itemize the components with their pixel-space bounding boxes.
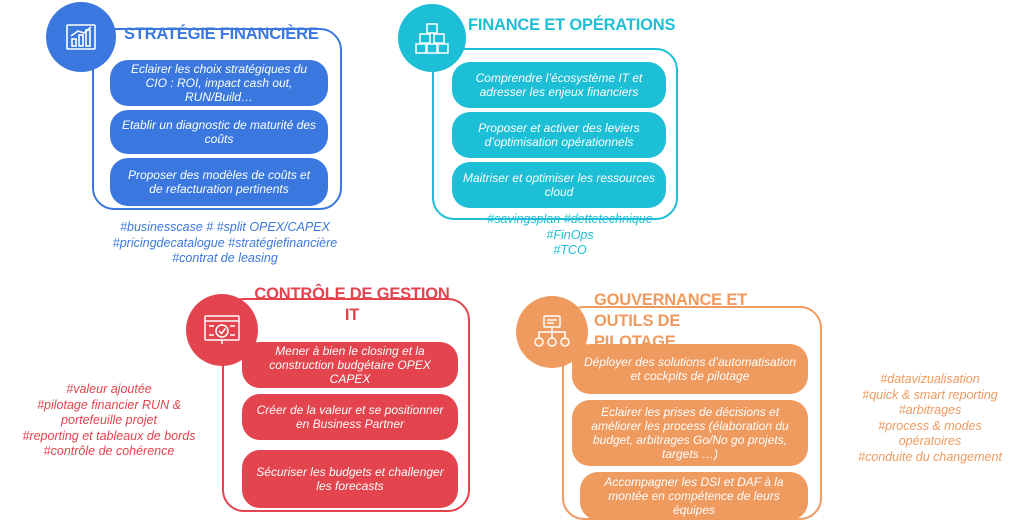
- strategie-icon-circle: [46, 2, 116, 72]
- strategie-tag-line: #pricingdecatalogue #stratégiefinancière: [112, 235, 338, 250]
- dashboard-tree-icon: [534, 315, 570, 347]
- strategie-item-3: Proposer des modèles de coûts et de refa…: [110, 158, 328, 206]
- bar-chart-icon: [66, 24, 96, 50]
- strategie-tags: #businesscase # #split OPEX/CAPEX #prici…: [80, 220, 370, 267]
- controle-tag-line: #reporting et tableaux de bords: [22, 428, 196, 443]
- gouvernance-icon-circle: [516, 296, 588, 368]
- gouvernance-tag-line: #conduite du changement: [858, 449, 1002, 464]
- controle-tag-line: #pilotage financier RUN &: [37, 397, 181, 412]
- finance-tag-line: #FinOps: [546, 227, 594, 242]
- gouvernance-item-1: Déployer des solutions d’automatisation …: [572, 344, 808, 394]
- finance-item-2: Proposer et activer des leviers d’optimi…: [452, 112, 666, 158]
- gouvernance-item-3: Accompagner les DSI et DAF à la montée e…: [580, 472, 808, 520]
- controle-tags: #valeur ajoutée #pilotage financier RUN …: [0, 382, 218, 460]
- controle-item-2: Créer de la valeur et se positionner en …: [242, 394, 458, 440]
- gouvernance-item-2: Eclairer les prises de décisions et amél…: [572, 400, 808, 466]
- strategie-title: STRATÉGIE FINANCIÈRE: [124, 25, 319, 43]
- gouvernance-tag-line: #datavizualisation: [880, 372, 980, 386]
- finance-tags: #savingsplan #dettetechnique #FinOps #TC…: [440, 212, 700, 259]
- controle-frame: [222, 298, 470, 512]
- controle-title: CONTRÔLE DE GESTION IT: [254, 285, 450, 324]
- finance-icon-circle: [398, 4, 466, 72]
- gouvernance-tags: #datavizualisation #quick & smart report…: [836, 372, 1024, 465]
- gouvernance-tag-line: #process & modes: [878, 418, 982, 433]
- gouvernance-tag-line: #arbitrages: [898, 403, 962, 417]
- controle-item-3: Sécuriser les budgets et challenger les …: [242, 450, 458, 508]
- controle-tag-line: #contrôle de cohérence: [43, 444, 175, 458]
- finance-item-1: Comprendre l’écosystème IT et adresser l…: [452, 62, 666, 108]
- controle-item-1: Mener à bien le closing et la constructi…: [242, 342, 458, 388]
- gouvernance-tag-line: opératoires: [898, 434, 962, 448]
- strategie-item-2: Etablir un diagnostic de maturité des co…: [110, 110, 328, 154]
- monitor-check-icon: [204, 315, 240, 344]
- strategie-tag-line: #contrat de leasing: [172, 251, 278, 265]
- controle-tag-line: #valeur ajoutée: [66, 382, 152, 396]
- finance-title: FINANCE ET OPÉRATIONS: [468, 16, 676, 34]
- controle-tag-line: portefeuille projet: [61, 413, 157, 427]
- strategie-frame: [92, 28, 342, 210]
- finance-tag-line: #TCO: [553, 243, 587, 257]
- finance-frame: [432, 48, 678, 220]
- finance-tag-line: #savingsplan #dettetechnique: [487, 212, 653, 226]
- strategie-tag-line: #businesscase # #split OPEX/CAPEX: [120, 220, 330, 234]
- finance-item-3: Maitriser et optimiser les ressources cl…: [452, 162, 666, 208]
- gouvernance-tag-line: #quick & smart reporting: [862, 387, 998, 402]
- strategie-item-1: Eclairer les choix stratégiques du CIO :…: [110, 60, 328, 106]
- cubes-icon: [415, 23, 449, 54]
